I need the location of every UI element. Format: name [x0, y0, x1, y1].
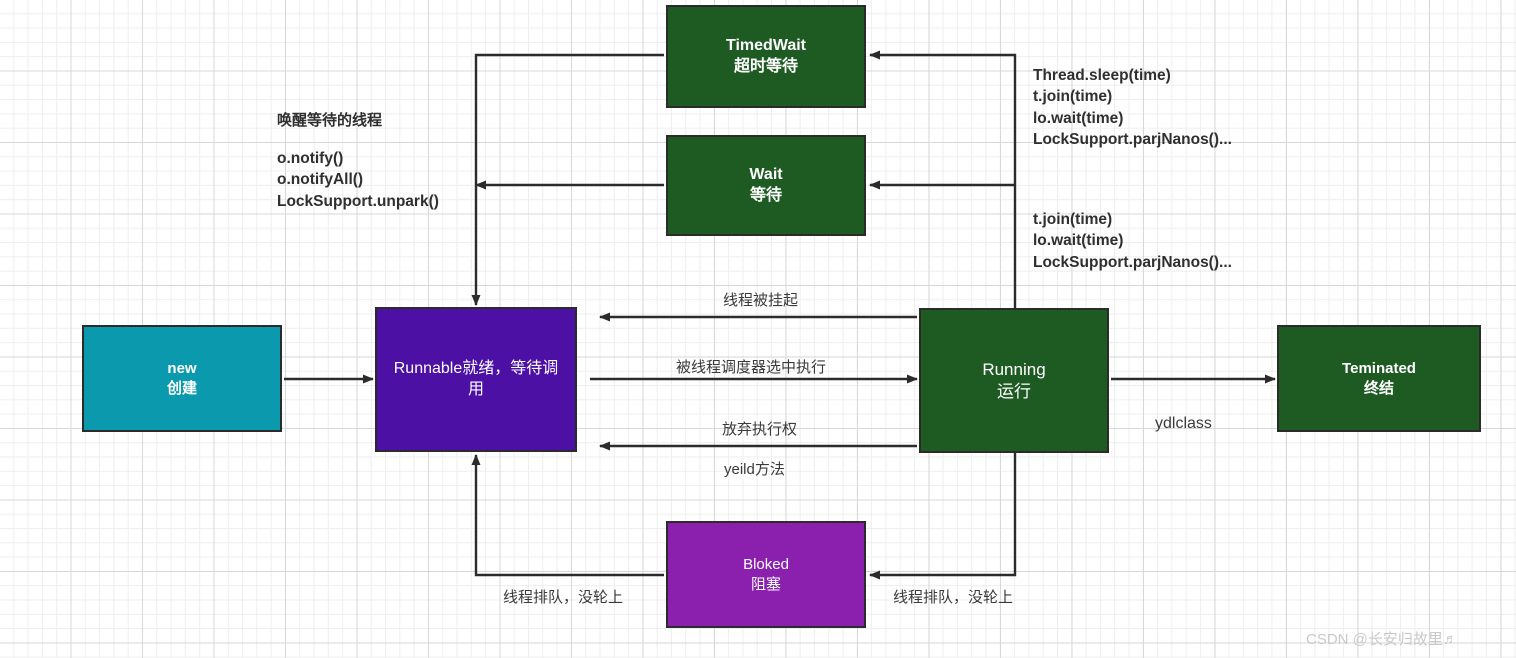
- edge-timedwait-to-runnable: [471, 53, 664, 306]
- node-terminated[interactable]: Teminated 终结: [1277, 325, 1481, 432]
- label-wake-methods: o.notify() o.notifyAll() LockSupport.unp…: [277, 150, 439, 210]
- node-bloked[interactable]: Bloked 阻塞: [666, 521, 866, 628]
- node-bloked-en: Bloked: [743, 556, 789, 574]
- node-runnable-en: Runnable就绪，等待调: [393, 360, 559, 378]
- label-edge-scheduler: 被线程调度器选中执行: [676, 359, 827, 376]
- node-timedwait-cn: 超时等待: [733, 57, 798, 75]
- label-edge-queue-right: 线程排队，没轮上: [893, 589, 1014, 606]
- node-bloked-cn: 阻塞: [750, 575, 781, 593]
- node-wait[interactable]: Wait 等待: [666, 135, 866, 236]
- node-wait-cn: 等待: [749, 186, 782, 204]
- edge-running-to-timedwait: [869, 50, 1017, 308]
- label-ydlclass: ydlclass: [1155, 415, 1212, 432]
- node-new[interactable]: new 创建: [82, 325, 282, 432]
- node-running-cn: 运行: [997, 381, 1031, 401]
- node-running[interactable]: Running 运行: [919, 308, 1109, 453]
- label-edge-yeild: yeild方法: [724, 461, 785, 478]
- edge-running-to-bloked: [869, 453, 1017, 580]
- node-terminated-cn: 终结: [1363, 379, 1394, 397]
- node-new-en: new: [167, 360, 197, 378]
- label-edge-giveup: 放弃执行权: [722, 421, 798, 438]
- node-timedwait[interactable]: TimedWait 超时等待: [666, 5, 866, 108]
- node-runnable-cn: 用: [467, 380, 484, 398]
- label-wake-title: 唤醒等待的线程: [277, 112, 383, 129]
- edge-bloked-to-runnable: [471, 454, 664, 577]
- label-edge-suspend: 线程被挂起: [723, 292, 799, 309]
- node-new-cn: 创建: [166, 379, 197, 397]
- label-timed-methods: Thread.sleep(time) t.join(time) lo.wait(…: [1033, 67, 1232, 149]
- node-timedwait-en: TimedWait: [725, 37, 806, 55]
- node-wait-en: Wait: [749, 166, 783, 184]
- label-edge-queue-left: 线程排队，没轮上: [503, 589, 624, 606]
- node-running-en: Running: [982, 359, 1046, 379]
- node-runnable[interactable]: Runnable就绪，等待调 用: [375, 307, 577, 452]
- watermark: CSDN @长安归故里♬: [1306, 631, 1458, 648]
- label-wait-methods: t.join(time) lo.wait(time) LockSupport.p…: [1033, 211, 1232, 271]
- node-terminated-en: Teminated: [1342, 360, 1416, 378]
